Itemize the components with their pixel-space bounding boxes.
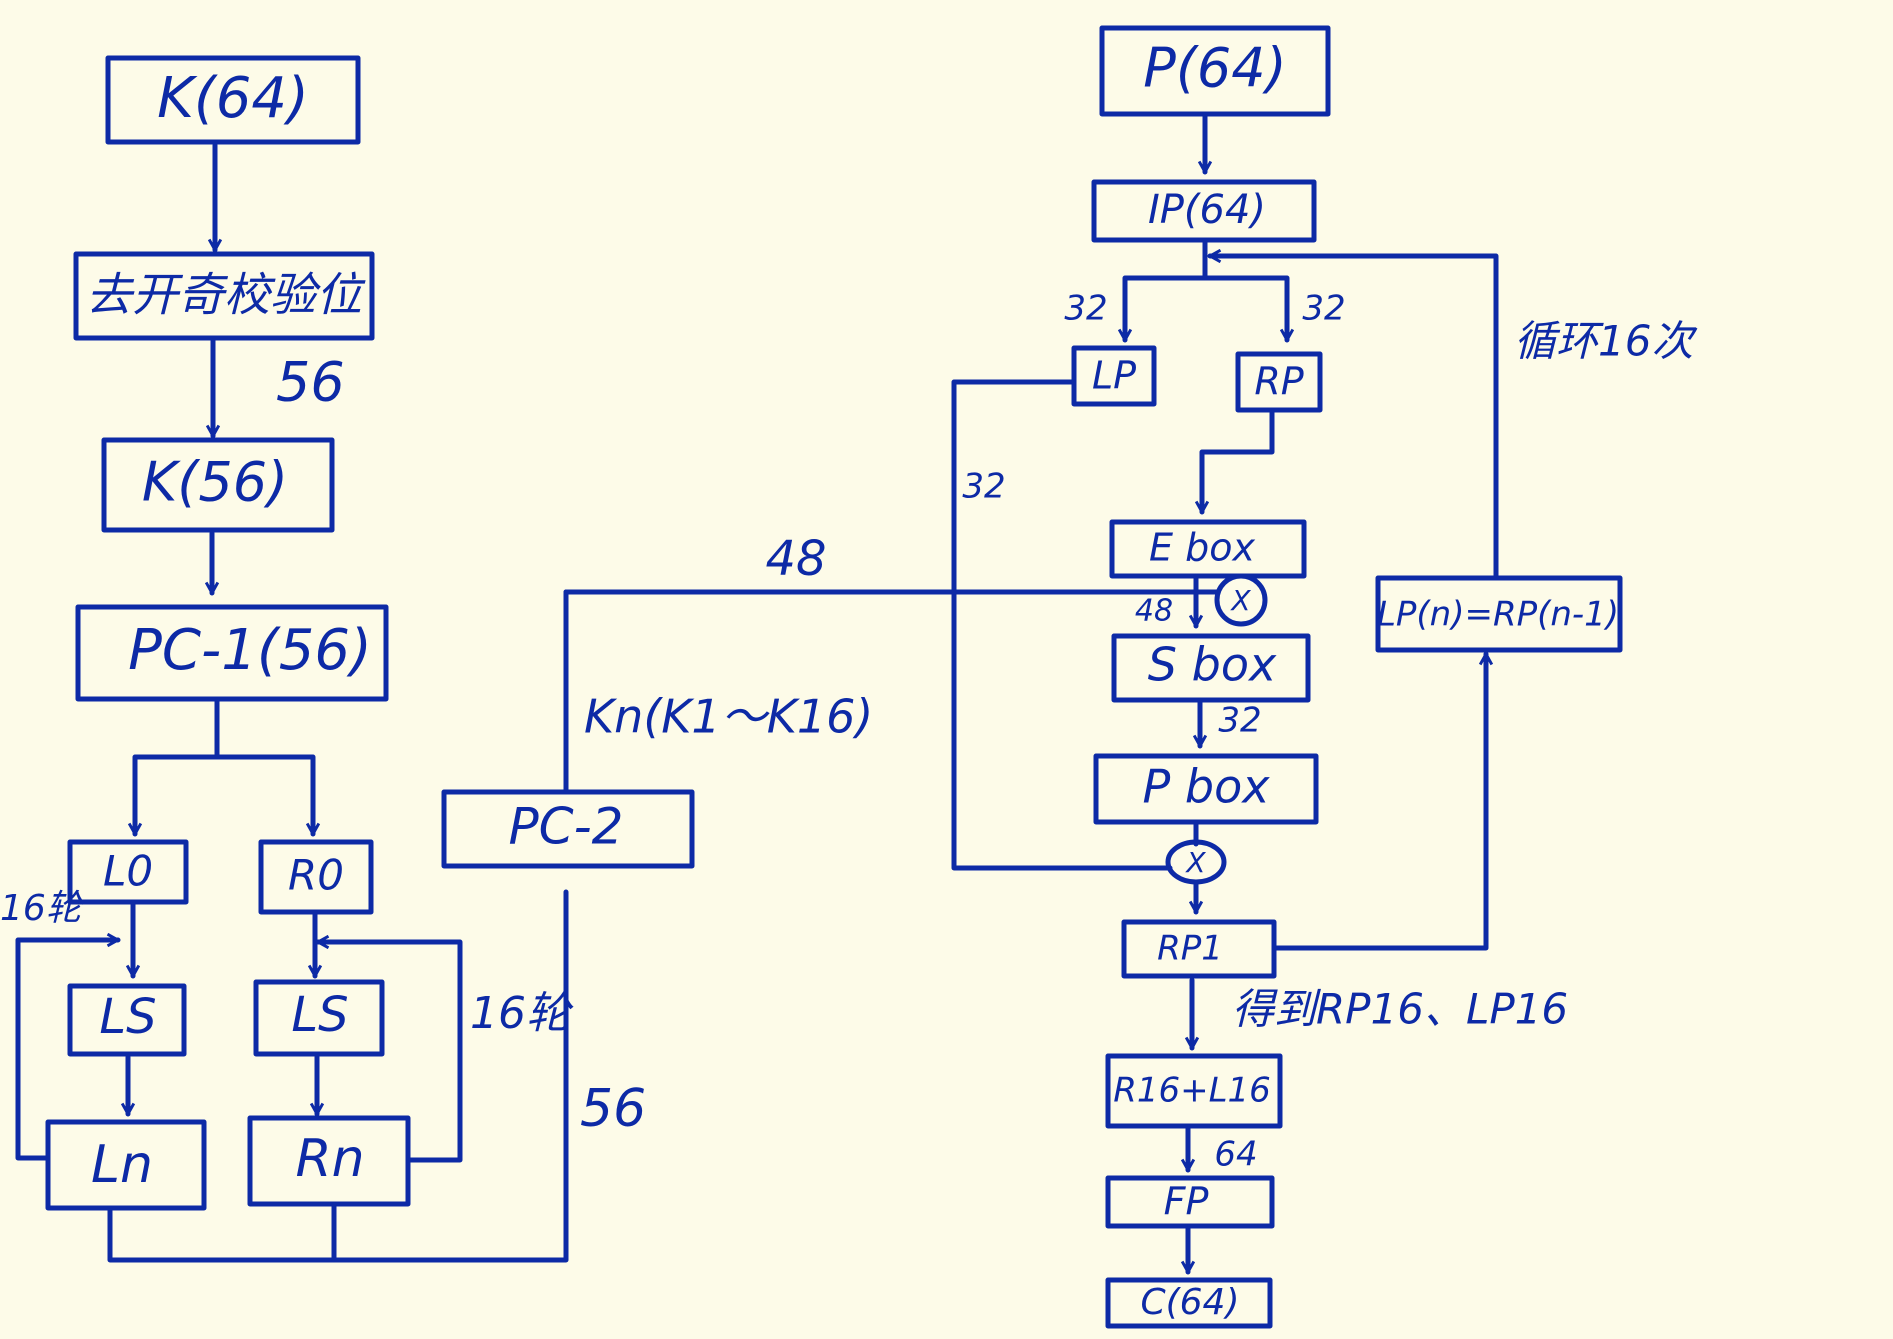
xor-key-circle <box>1214 573 1268 627</box>
pbox-label: P box <box>1143 760 1271 814</box>
drop-parity-label: 去开奇校验位 <box>86 268 366 322</box>
bits-48-in-label: 48 <box>1135 594 1173 629</box>
pbox-box <box>1093 753 1319 825</box>
bits-48-label: 48 <box>765 531 826 587</box>
pc1-split-line-right <box>214 754 316 803</box>
l0-box <box>67 839 189 905</box>
rp1-to-update <box>1271 651 1486 951</box>
ip-split-line <box>1122 237 1208 341</box>
r0-label: R0 <box>288 851 344 900</box>
sbox-box <box>1111 633 1311 703</box>
pc2-label: PC-2 <box>509 798 624 856</box>
lp-update-label: LP(n)=RP(n-1) <box>1377 595 1619 635</box>
bits-56-label-b: 56 <box>580 1079 646 1139</box>
fp-box <box>1105 1175 1275 1229</box>
k56-label: K(56) <box>142 451 288 514</box>
k56-box <box>101 437 335 533</box>
ebox-label: E box <box>1149 526 1255 570</box>
l0-label: L0 <box>103 847 153 896</box>
loop-left <box>15 940 121 1161</box>
loop-right <box>315 942 463 1163</box>
xor-lp-symbol: X <box>1184 846 1206 879</box>
lp-bypass-line <box>951 379 1173 871</box>
p64-box <box>1099 25 1331 117</box>
k64-box <box>105 55 361 145</box>
ip-label: IP(64) <box>1148 187 1266 233</box>
merge-line <box>107 889 569 1263</box>
c64-label: C(64) <box>1140 1282 1239 1323</box>
bits-32-out-label: 32 <box>1218 701 1261 741</box>
lp-label: LP <box>1092 354 1136 398</box>
rounds-left-label: 16轮 <box>0 888 85 929</box>
ls-right-box <box>253 979 385 1057</box>
pc1-split-line <box>132 696 220 833</box>
lp-box <box>1071 345 1157 407</box>
ls-left-box <box>67 983 187 1057</box>
drop-parity-box <box>73 251 375 341</box>
lp-update-box <box>1375 575 1623 653</box>
swap-label: R16+L16 <box>1113 1071 1271 1111</box>
pc1-label: PC-1(56) <box>128 618 372 683</box>
bits-32-left-label: 32 <box>1064 289 1107 329</box>
bits-64-label: 64 <box>1214 1135 1257 1175</box>
loop-note-label: 循环16次 <box>1514 317 1697 366</box>
result-note-label: 得到RP16、LP16 <box>1232 985 1568 1034</box>
rp-label: RP <box>1254 360 1303 404</box>
ls-right-label: LS <box>291 987 348 1043</box>
subkeys-label: Kn(K1～K16) <box>584 690 873 744</box>
fp-label: FP <box>1164 1180 1209 1224</box>
rp-to-ebox <box>1202 407 1275 515</box>
bits-32-right-label: 32 <box>1302 289 1345 329</box>
rounds-right-label: 16轮 <box>470 988 574 1039</box>
ln-box <box>45 1119 207 1211</box>
rp1-label: RP1 <box>1157 929 1223 969</box>
sbox-label: S box <box>1148 638 1277 692</box>
c64-box <box>1105 1277 1273 1329</box>
bits-32-side-label: 32 <box>962 467 1005 507</box>
loop-back-line <box>1207 256 1499 581</box>
rp-box <box>1235 351 1323 413</box>
pc1-box <box>75 604 389 702</box>
rn-label: Rn <box>295 1129 364 1189</box>
bits-56-label-a: 56 <box>276 351 345 414</box>
ln-label: Ln <box>91 1135 153 1195</box>
ebox-box <box>1109 519 1307 579</box>
ls-left-label: LS <box>99 989 156 1045</box>
swap-box <box>1105 1053 1283 1129</box>
xor-key-symbol: X <box>1229 584 1251 617</box>
ip-split-right <box>1202 275 1290 303</box>
k64-label: K(64) <box>157 66 309 131</box>
p64-label: P(64) <box>1143 37 1286 100</box>
